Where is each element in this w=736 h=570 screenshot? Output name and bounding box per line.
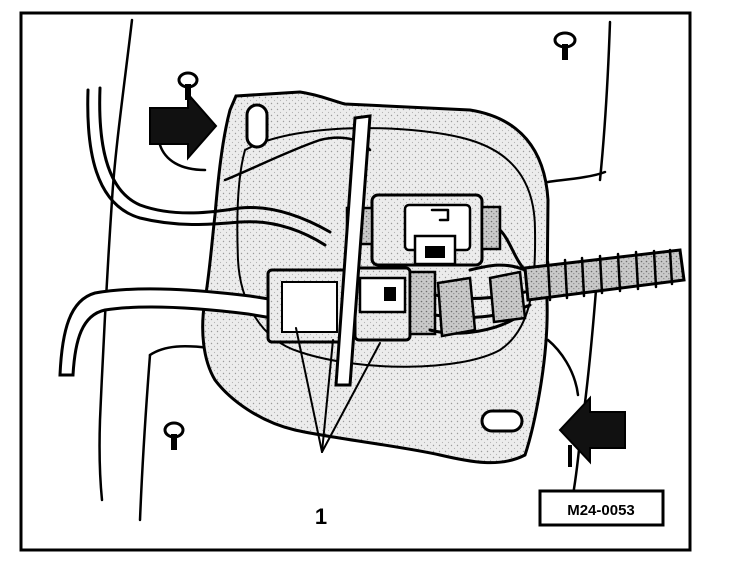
upper-left-arrow — [149, 91, 218, 161]
wiring-harness — [428, 228, 686, 338]
screw-symbol-upper-right — [553, 31, 577, 60]
callout-1-label: 1 — [315, 504, 327, 529]
screw-symbol-lower-left — [163, 421, 185, 450]
figure-code-box: M24-0053 — [538, 489, 665, 527]
vertical-tube — [334, 114, 372, 387]
upper-slot — [245, 103, 269, 149]
figure-code: M24-0053 — [567, 502, 635, 519]
screw-symbol-right — [568, 445, 572, 467]
plate-recess — [236, 127, 537, 368]
upper-valve — [345, 193, 502, 267]
lower-right-arrow — [558, 395, 626, 465]
lower-slot — [480, 409, 524, 433]
body-panel — [98, 18, 612, 522]
lower-valve — [266, 266, 437, 344]
upper-left-arrow-curve — [158, 143, 207, 172]
callout-leader-lines — [295, 327, 381, 453]
screw-symbol-upper-left — [177, 71, 199, 100]
